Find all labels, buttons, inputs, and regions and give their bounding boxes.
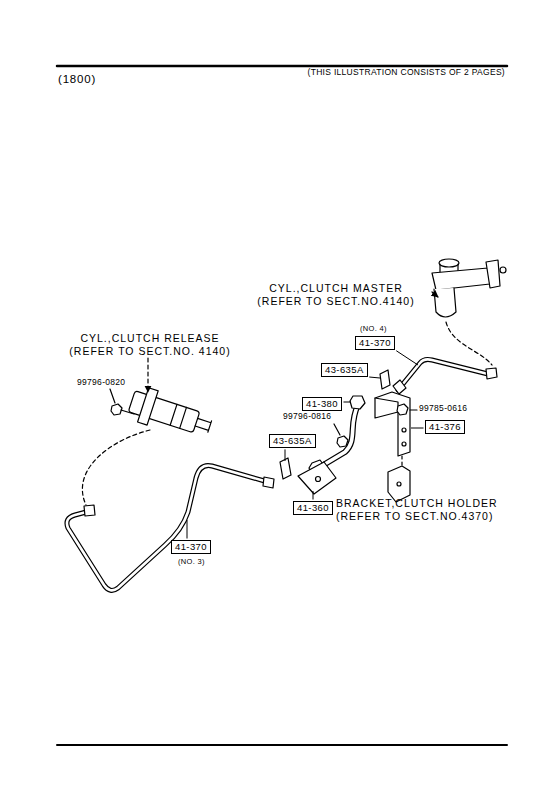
clutch-pipe [393, 359, 497, 394]
pipe-number: (NO. 3) [178, 557, 205, 566]
leader-line [369, 377, 380, 379]
leader-line [396, 351, 418, 365]
leader-arrow [432, 292, 438, 297]
callout-box: 41-370 [355, 336, 395, 350]
dashed-line [446, 322, 492, 365]
leader-line [410, 409, 417, 410]
callout-box: 43-635A [269, 434, 316, 448]
callout-number: 41-360 [297, 502, 329, 513]
clutch-master-cylinder [432, 259, 506, 317]
bolt [397, 404, 408, 415]
pipe-number: (NO. 4) [360, 324, 387, 333]
callout-number: 41-376 [429, 421, 461, 432]
page-note: (THIS ILLUSTRATION CONSISTS OF 2 PAGES) [308, 67, 505, 77]
callout-box: 41-360 [293, 501, 333, 515]
part-name: CYL.,CLUTCH MASTER (REFER TO SECT.NO.414… [250, 282, 422, 307]
model-code: (1800) [58, 73, 96, 87]
callout-number: 41-380 [306, 398, 338, 409]
leader-line [411, 428, 424, 429]
clip [280, 458, 291, 479]
leader-line [187, 520, 188, 539]
callout-box: 43-635A [321, 363, 368, 377]
leader-line [343, 402, 351, 403]
clutch-holder-bracket [388, 466, 410, 502]
bolt [337, 436, 348, 447]
top-rule [57, 65, 507, 68]
callout-box: 41-376 [425, 420, 465, 434]
dashed-line [82, 430, 150, 505]
leader-line [285, 449, 286, 461]
bracket [298, 462, 336, 494]
callout-box: 41-380 [302, 397, 342, 411]
leader-line [313, 491, 314, 500]
clutch-release-cylinder [126, 384, 215, 444]
clip [380, 370, 390, 389]
bottom-rule [57, 744, 507, 746]
part-number: 99796-0820 [77, 377, 125, 387]
callout-box: 41-370 [171, 540, 211, 554]
callout-number: 43-635A [325, 364, 364, 375]
hole [316, 477, 321, 482]
part-name: BRACKET,CLUTCH HOLDER (REFER TO SECT.NO.… [336, 497, 508, 522]
bracket [375, 392, 410, 456]
callout-number: 41-370 [175, 541, 207, 552]
bolt [111, 404, 134, 415]
part-name: CYL.,CLUTCH RELEASE (REFER TO SECT.NO. 4… [64, 332, 236, 357]
hole [397, 482, 401, 486]
part-number: 99785-0616 [419, 403, 467, 413]
clutch-pipe [67, 466, 274, 591]
leader-arrow [147, 358, 148, 392]
leader-line [334, 424, 340, 435]
leader-line [110, 389, 115, 403]
callout-number: 43-635A [273, 435, 312, 446]
callout-number: 41-370 [359, 337, 391, 348]
part-number: 99796-0816 [283, 411, 331, 421]
